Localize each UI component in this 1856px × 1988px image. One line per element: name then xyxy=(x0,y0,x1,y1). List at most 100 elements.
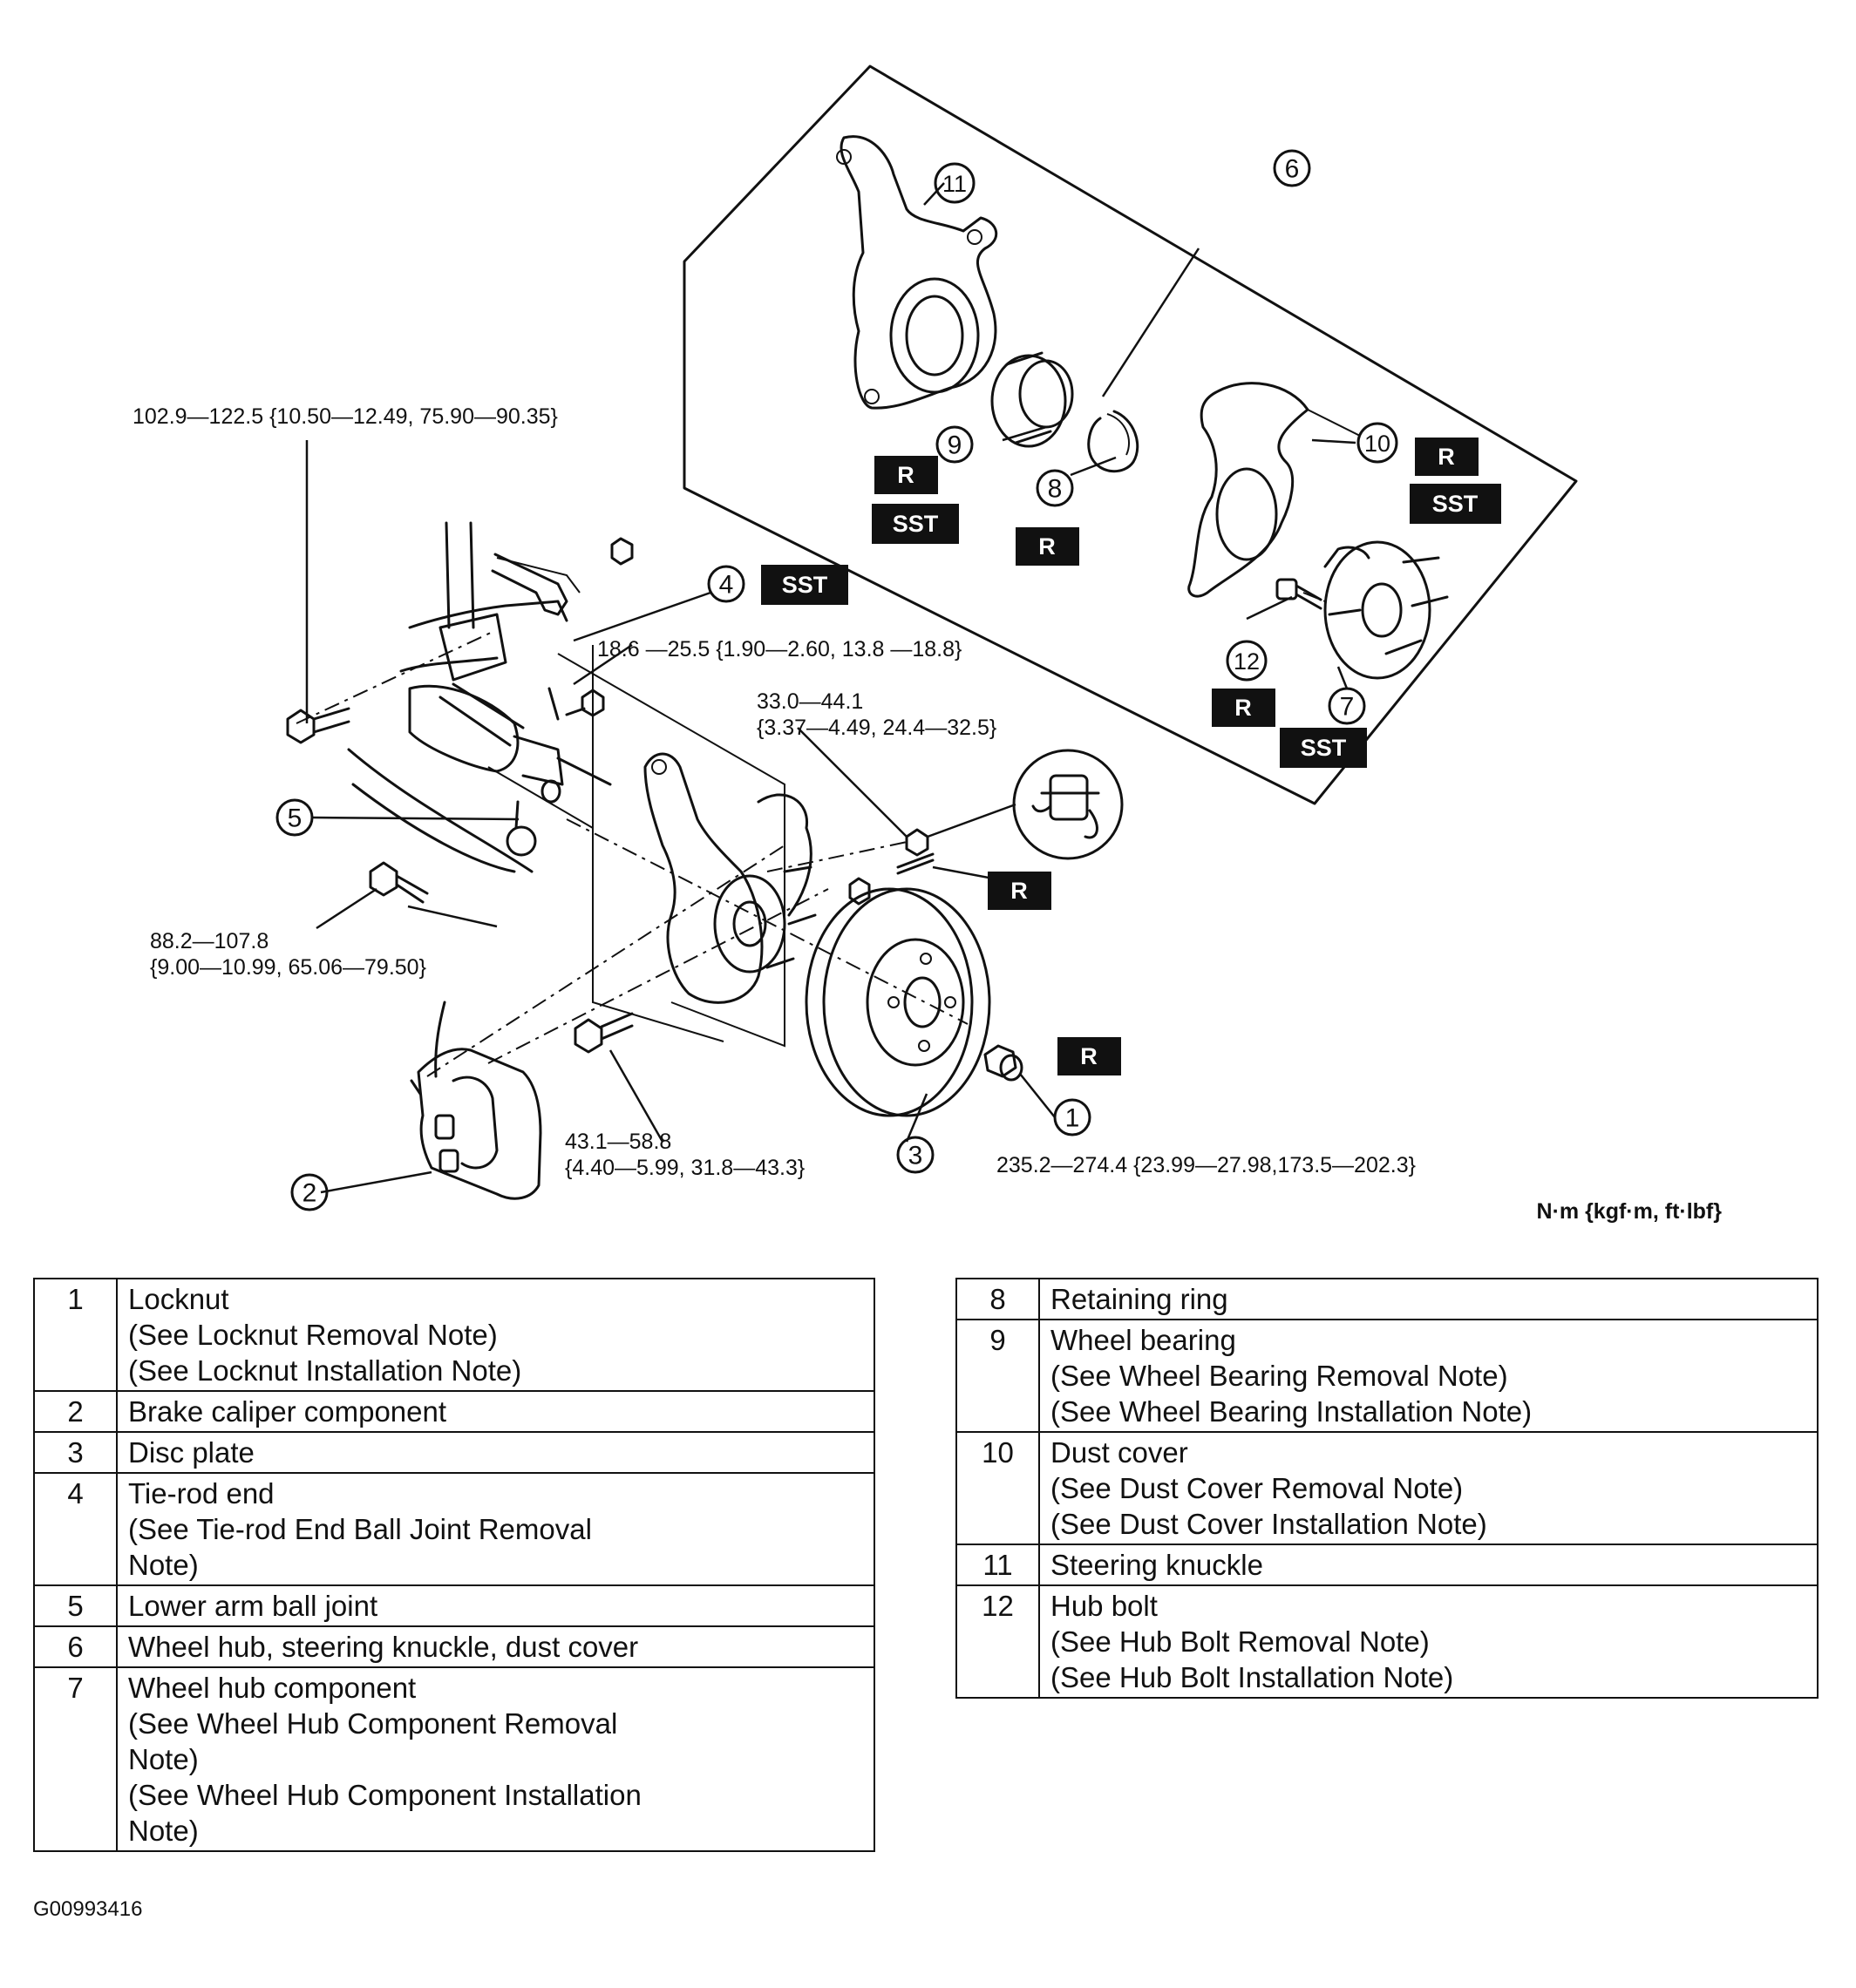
part-number-cell: 6 xyxy=(33,1625,118,1668)
parts-table-row: 6 Wheel hub, steering knuckle, dust cover xyxy=(33,1625,875,1668)
tag-r-bearing: R xyxy=(874,456,938,494)
part-number-cell: 8 xyxy=(955,1278,1040,1320)
torque-spec-cotter-nut-line2: {3.37—4.49, 24.4—32.5} xyxy=(757,716,996,740)
svg-text:4: 4 xyxy=(719,571,734,600)
steering-knuckle-part xyxy=(836,135,997,410)
svg-text:1: 1 xyxy=(1065,1104,1080,1133)
part-number-cell: 9 xyxy=(955,1319,1040,1433)
svg-text:R: R xyxy=(897,462,914,488)
svg-text:R: R xyxy=(1038,533,1056,560)
svg-text:SST: SST xyxy=(782,572,828,598)
part-number-cell: 4 xyxy=(33,1472,118,1586)
callout-12: 12 xyxy=(1226,640,1268,682)
part-number-cell: 7 xyxy=(33,1666,118,1852)
locknut-part xyxy=(983,1044,1023,1082)
svg-text:6: 6 xyxy=(1285,155,1300,184)
part-description-cell: Wheel hub, steering knuckle, dust cover xyxy=(116,1625,875,1668)
tag-r-locknut: R xyxy=(1057,1037,1121,1075)
torque-spec-cotter-nut-line1: 33.0—44.1 xyxy=(757,689,863,714)
svg-text:2: 2 xyxy=(303,1179,317,1208)
part-description-line: (See Hub Bolt Removal Note) xyxy=(1050,1625,1430,1658)
callout-2: 2 xyxy=(290,1173,329,1211)
part-description-line: (See Dust Cover Installation Note) xyxy=(1050,1508,1487,1540)
nut-and-cotter-pin-detail xyxy=(896,749,1124,875)
part-number-cell: 1 xyxy=(33,1278,118,1392)
part-description-cell: Lower arm ball joint xyxy=(116,1584,875,1627)
torque-spec-ball-joint-line2: {9.00—10.99, 65.06—79.50} xyxy=(150,955,426,980)
part-number-cell: 11 xyxy=(955,1544,1040,1586)
part-description-line: Brake caliper component xyxy=(128,1395,447,1428)
svg-text:SST: SST xyxy=(1301,735,1347,761)
part-description-cell: Wheel hub component(See Wheel Hub Compon… xyxy=(116,1666,875,1852)
torque-spec-tie-rod-nut: 18.6 —25.5 {1.90—2.60, 13.8 —18.8} xyxy=(597,637,962,662)
callout-6: 6 xyxy=(1273,149,1311,187)
tag-r-cotter-pin: R xyxy=(988,872,1051,910)
part-description-cell: Dust cover(See Dust Cover Removal Note) (… xyxy=(1038,1431,1819,1545)
part-description-line: Wheel hub component xyxy=(128,1672,417,1704)
assembly-lines xyxy=(296,182,1356,1194)
part-description-line: Wheel hub, steering knuckle, dust cover xyxy=(128,1631,639,1663)
wheel-hub-group-outline xyxy=(683,64,1578,805)
callout-3: 3 xyxy=(896,1136,935,1174)
torque-units: N·m {kgf·m, ft·lbf} xyxy=(1537,1199,1723,1224)
svg-text:10: 10 xyxy=(1364,431,1390,457)
part-description-line: Note) xyxy=(128,1815,199,1847)
dust-cover-part xyxy=(1187,382,1361,598)
svg-text:11: 11 xyxy=(942,171,967,197)
part-number-cell: 3 xyxy=(33,1431,118,1474)
part-description-line: Wheel bearing xyxy=(1050,1324,1236,1356)
part-description-line: Tie-rod end xyxy=(128,1477,275,1510)
part-description-line: Dust cover xyxy=(1050,1436,1188,1469)
part-description-line: (See Wheel Hub Component Removal xyxy=(128,1707,618,1740)
part-description-line: Steering knuckle xyxy=(1050,1549,1263,1581)
svg-text:12: 12 xyxy=(1234,648,1260,675)
part-description-line: Note) xyxy=(128,1549,199,1581)
callout-9: 9 xyxy=(935,425,974,464)
torque-spec-locknut: 235.2—274.4 {23.99—27.98,173.5—202.3} xyxy=(996,1153,1416,1177)
torque-spec-caliper-bolt-line1: 43.1—58.8 xyxy=(565,1130,671,1154)
part-description-cell: Wheel bearing (See Wheel Bearing Removal … xyxy=(1038,1319,1819,1433)
part-number-cell: 2 xyxy=(33,1390,118,1433)
svg-text:SST: SST xyxy=(1432,491,1479,517)
figure-id: G00993416 xyxy=(33,1897,143,1921)
svg-text:8: 8 xyxy=(1048,475,1063,504)
svg-text:R: R xyxy=(1010,878,1028,904)
part-description-line: Retaining ring xyxy=(1050,1283,1228,1315)
callout-10: 10 xyxy=(1356,422,1398,464)
callout-5: 5 xyxy=(275,798,314,837)
part-number-cell: 5 xyxy=(33,1584,118,1627)
callout-7: 7 xyxy=(1328,687,1366,725)
part-description-cell: Hub bolt(See Hub Bolt Removal Note)(See … xyxy=(1038,1584,1819,1699)
part-description-line: (See Wheel Bearing Installation Note) xyxy=(1050,1395,1533,1428)
part-description-cell: Brake caliper component xyxy=(116,1390,875,1433)
svg-text:9: 9 xyxy=(948,431,962,460)
callout-8: 8 xyxy=(1036,469,1074,507)
callout-4: 4 xyxy=(707,565,745,603)
tie-rod-end-part xyxy=(491,537,634,622)
part-description-cell: Tie-rod end(See Tie-rod End Ball Joint R… xyxy=(116,1472,875,1586)
disc-plate-part xyxy=(805,887,991,1117)
svg-text:R: R xyxy=(1080,1043,1098,1069)
tag-sst-bearing: SST xyxy=(872,504,959,544)
tag-sst-hub: SST xyxy=(1280,728,1367,768)
torque-spec-ball-joint-line1: 88.2—107.8 xyxy=(150,929,269,953)
brake-caliper-part xyxy=(410,1001,542,1200)
parts-table-row: 11 Steering knuckle xyxy=(955,1544,1819,1586)
part-description-cell: Disc plate xyxy=(116,1431,875,1474)
part-description-line: (See Locknut Installation Note) xyxy=(128,1354,522,1387)
part-description-line: (See Dust Cover Removal Note) xyxy=(1050,1472,1464,1504)
callout-11: 11 xyxy=(934,162,976,204)
parts-table-row: 2 Brake caliper component xyxy=(33,1390,875,1433)
knuckle-assembly-part xyxy=(643,752,871,1004)
parts-table-row: 9 Wheel bearing (See Wheel Bearing Removal… xyxy=(955,1319,1819,1433)
part-description-line: (See Locknut Removal Note) xyxy=(128,1319,498,1351)
tag-r-retaining-ring: R xyxy=(1016,527,1079,566)
part-description-line: (See Wheel Bearing Removal Note) xyxy=(1050,1360,1508,1392)
part-number-cell: 10 xyxy=(955,1431,1040,1545)
knuckle-bolts xyxy=(286,687,634,1054)
